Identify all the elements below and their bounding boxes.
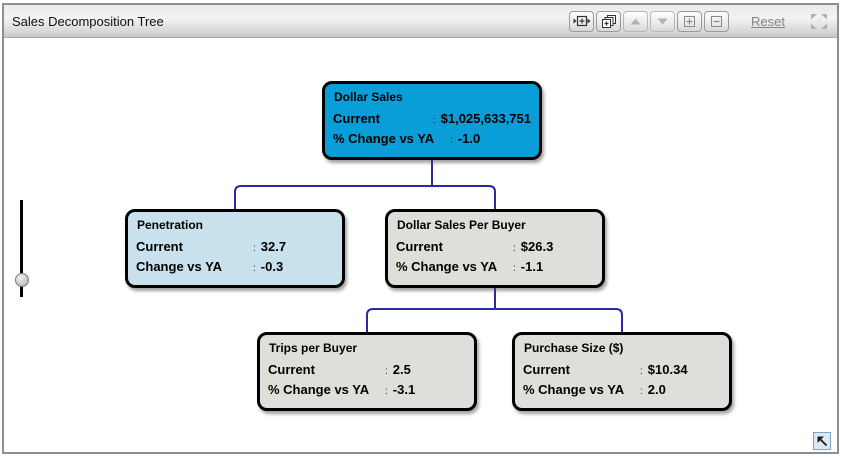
connector-root-to-level1 [234, 160, 496, 209]
metric-value: $1,025,633,751 [440, 111, 531, 126]
fullscreen-button[interactable] [811, 13, 827, 29]
zoom-slider-thumb[interactable] [14, 273, 29, 287]
node-title: Trips per Buyer [269, 341, 358, 355]
expand-all-levels-button[interactable] [596, 10, 622, 32]
metric-value: 2.0 [647, 382, 666, 397]
node-metrics: Current : 32.7 Change vs YA : -0.3 [128, 238, 342, 285]
sales-decomposition-widget: Sales Decomposition Tree [2, 3, 839, 454]
node-title: Penetration [137, 218, 204, 232]
colon-separator: : [513, 263, 516, 274]
metric-row: % Change vs YA : -1.1 [396, 258, 594, 277]
colon-separator: : [253, 263, 256, 274]
metric-value: -1.1 [520, 259, 544, 274]
collapse-level-button[interactable] [623, 10, 649, 32]
page-title: Sales Decomposition Tree [12, 13, 164, 29]
minus-square-icon [711, 15, 723, 27]
node-metrics: Current : $26.3 % Change vs YA : -1.1 [388, 238, 602, 285]
node-metrics: Current : $1,025,633,751 % Change vs YA … [325, 110, 539, 157]
metric-value: 2.5 [392, 362, 411, 377]
connector-level1-to-level2 [366, 288, 623, 332]
colon-separator: : [385, 366, 388, 377]
metric-value: $26.3 [520, 239, 554, 254]
node-title: Dollar Sales [334, 90, 403, 104]
zoom-slider[interactable] [12, 196, 32, 302]
node-metrics: Current : 2.5 % Change vs YA : -3.1 [260, 361, 474, 408]
arrow-down-icon [657, 18, 668, 24]
tree-node-dollar-sales[interactable]: Dollar Sales Current : $1,025,633,751 % … [322, 81, 542, 160]
metric-label: Current [396, 239, 443, 254]
tree-node-purchase-size[interactable]: Purchase Size ($) Current : $10.34 % Cha… [512, 332, 732, 411]
metric-label: % Change vs YA [523, 382, 625, 397]
metric-row: Change vs YA : -0.3 [136, 258, 334, 277]
colon-separator: : [253, 243, 256, 254]
metric-row: Current : $10.34 [523, 361, 721, 380]
plus-square-icon [684, 15, 696, 27]
colon-separator: : [450, 135, 453, 146]
arrow-up-left-icon [817, 436, 828, 447]
node-title: Dollar Sales Per Buyer [397, 218, 526, 232]
metric-value: -1.0 [457, 131, 481, 146]
tree-node-dollar-sales-per-buyer[interactable]: Dollar Sales Per Buyer Current : $26.3 %… [385, 209, 605, 288]
metric-label: % Change vs YA [396, 259, 498, 274]
expand-corners-icon [811, 13, 827, 29]
metric-row: Current : $1,025,633,751 [333, 110, 531, 129]
toolbar: Reset [567, 10, 827, 32]
colon-separator: : [640, 366, 643, 377]
tree-canvas: Dollar Sales Current : $1,025,633,751 % … [4, 38, 837, 451]
metric-label: Current [136, 239, 183, 254]
metric-label: Current [333, 111, 380, 126]
header-bar: Sales Decomposition Tree [4, 5, 837, 38]
navigate-up-left-button[interactable] [813, 432, 831, 450]
tree-node-penetration[interactable]: Penetration Current : 32.7 Change vs YA … [125, 209, 345, 288]
node-title: Purchase Size ($) [524, 341, 624, 355]
metric-label: Change vs YA [136, 259, 222, 274]
metric-row: Current : 2.5 [268, 361, 466, 380]
metric-row: % Change vs YA : 2.0 [523, 381, 721, 400]
colon-separator: : [432, 115, 436, 126]
metric-value: -0.3 [260, 259, 284, 274]
cascade-windows-icon [601, 14, 616, 28]
node-metrics: Current : $10.34 % Change vs YA : 2.0 [515, 361, 729, 408]
metric-label: Current [268, 362, 315, 377]
expand-level-button[interactable] [650, 10, 676, 32]
colon-separator: : [513, 243, 516, 254]
fit-width-button[interactable] [569, 10, 595, 32]
arrow-up-icon [630, 18, 641, 24]
metric-label: % Change vs YA [333, 131, 435, 146]
metric-value: -3.1 [392, 382, 416, 397]
reset-button[interactable]: Reset [751, 13, 785, 29]
zoom-out-button[interactable] [704, 10, 730, 32]
zoom-slider-track[interactable] [20, 200, 23, 297]
colon-separator: : [385, 386, 388, 397]
expand-horizontal-icon [573, 15, 591, 27]
metric-value: $10.34 [647, 362, 688, 377]
metric-label: Current [523, 362, 570, 377]
tree-node-trips-per-buyer[interactable]: Trips per Buyer Current : 2.5 % Change v… [257, 332, 477, 411]
metric-row: % Change vs YA : -1.0 [333, 130, 531, 149]
metric-label: % Change vs YA [268, 382, 370, 397]
metric-row: Current : 32.7 [136, 238, 334, 257]
zoom-in-button[interactable] [677, 10, 703, 32]
metric-row: Current : $26.3 [396, 238, 594, 257]
metric-row: % Change vs YA : -3.1 [268, 381, 466, 400]
colon-separator: : [640, 386, 643, 397]
metric-value: 32.7 [260, 239, 287, 254]
